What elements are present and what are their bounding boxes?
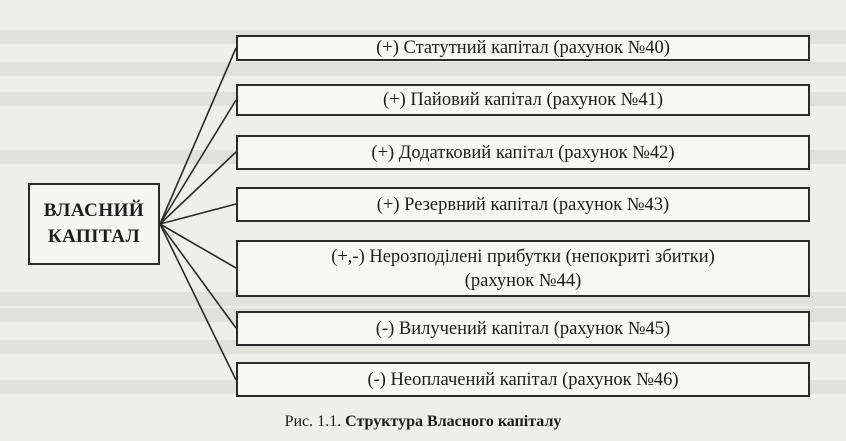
node-label: (+) Статутний капітал (рахунок №40) (376, 38, 670, 58)
connector-line-1 (159, 47, 237, 225)
node-withdrawn-capital: (-) Вилучений капітал (рахунок №45) (236, 311, 810, 346)
connector-line-5 (159, 223, 237, 269)
node-label: (+) Пайовий капітал (рахунок №41) (382, 90, 663, 110)
root-node-equity: ВЛАСНИЙ КАПІТАЛ (28, 183, 160, 265)
caption-prefix: Рис. 1.1. (284, 413, 342, 430)
node-label: (-) Неоплачений капітал (рахунок №46) (367, 369, 679, 390)
root-node-label-line2: КАПІТАЛ (47, 226, 141, 247)
connector-line-7 (159, 223, 237, 381)
node-reserve-capital: (+) Резервний капітал (рахунок №43) (236, 187, 810, 222)
connector-line-3 (159, 151, 237, 225)
node-label: (+,-) Нерозподілені прибутки (непокриті … (331, 246, 715, 267)
connector-line-2 (159, 99, 237, 225)
connector-line-4 (159, 203, 237, 225)
node-unpaid-capital: (-) Неоплачений капітал (рахунок №46) (236, 362, 810, 397)
connector-line-6 (159, 223, 237, 329)
root-node-label-line1: ВЛАСНИЙ (43, 200, 145, 221)
node-authorized-capital: (+) Статутний капітал (рахунок №40) (236, 35, 810, 61)
node-label: (+) Резервний капітал (рахунок №43) (376, 194, 670, 215)
caption-title: Структура Власного капіталу (345, 413, 562, 430)
node-label: (-) Вилучений капітал (рахунок №45) (375, 318, 671, 339)
figure-caption: Рис. 1.1. Структура Власного капіталу (0, 413, 846, 431)
node-additional-capital: (+) Додатковий капітал (рахунок №42) (236, 135, 810, 170)
node-retained-earnings: (+,-) Нерозподілені прибутки (непокриті … (236, 240, 810, 297)
node-label: (+) Додатковий капітал (рахунок №42) (371, 142, 675, 163)
node-label-line2: (рахунок №44) (464, 270, 582, 291)
node-share-capital: (+) Пайовий капітал (рахунок №41) (236, 84, 810, 116)
